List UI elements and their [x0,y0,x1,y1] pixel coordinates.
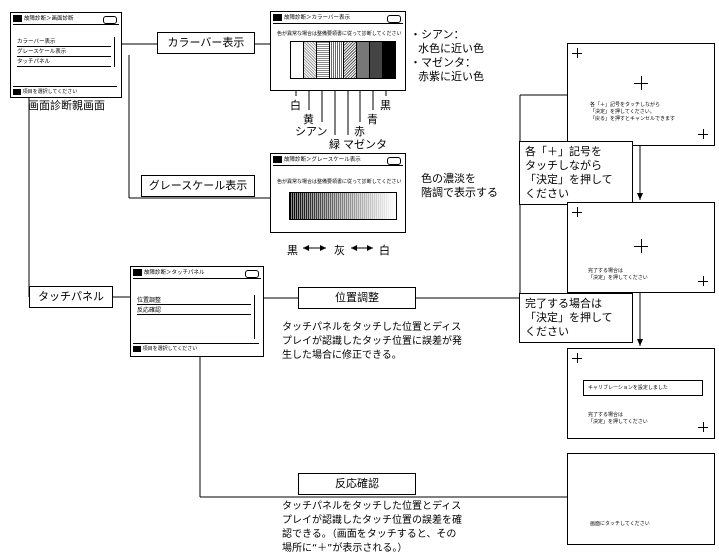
colorbar-note-3: ・マゼンタ： [410,56,476,69]
gray-label-white: 白 [379,244,390,257]
grayscale-button[interactable]: グレースケール表示 [141,175,255,197]
reaction-check-desc-2: プレイが認識したタッチ位置の誤差を確 [282,515,462,526]
calibration-screen-done: キャリブレーションを設定しました 完了する場合は 「決定」を押してください [567,348,715,439]
back-icon[interactable] [387,157,401,165]
screen-footer: 項目を選択してください [133,343,259,352]
screen-header: 故障診断＞タッチパネル [133,269,261,279]
colorbar-note-2: 水色に近い色 [418,42,484,55]
plus-mark-top-left[interactable] [572,353,582,363]
bar-label-blue: 青 [367,113,378,126]
menu-item-grayscale[interactable]: グレースケール表示 [17,49,111,57]
colorbar-instruction: 色が異常な場合は整備要領書に従って診断してください [277,31,402,37]
calibration-screen-confirm: 完了する場合は 「決定」を押してください [567,202,715,293]
back-icon[interactable] [245,270,259,278]
grayscale-screen: 故障診断＞グレースケール表示 色が異常な場合は整備要領書に従って診断してください [270,153,406,233]
back-icon[interactable] [387,15,401,23]
complete-instruction-1: 完了する場合は [588,268,624,274]
position-adjust-button[interactable]: 位置調整 [298,287,416,309]
colorbar-note-4: 赤紫に近い色 [418,70,484,83]
reaction-check-desc-1: タッチパネルをタッチした位置とディス [282,501,462,512]
plus-mark-center[interactable] [634,76,648,90]
gray-label-black: 黒 [287,244,298,257]
grayscale-note-1: 色の濃淡を [421,172,476,185]
bar-label-black: 黒 [380,99,391,112]
touchpanel-screen: 故障診断＞タッチパネル 位置調整 反応確認 項目を選択してください [130,266,264,357]
bar-label-magenta: マゼンタ [343,138,387,151]
reaction-check-desc-4: 場所に“＋”が表示される。） [282,543,408,554]
touch-prompt: 画面にタッチしてください [590,521,650,527]
calibration-step-box-1: 各「＋」記号を タッチしながら 「決定」を押して ください [519,141,633,205]
diagnosis-icon [133,269,142,276]
plus-mark-bottom-right[interactable] [698,129,708,139]
colorbar-screen: 故障診断＞カラーバー表示 色が異常な場合は整備要領書に従って診断してください [270,11,406,91]
calibration-set-message: キャリブレーションを設定しました [583,380,703,396]
position-adjust-desc-3: 生した場合に修正できる。 [282,350,402,361]
plus-mark-center[interactable] [634,239,648,253]
calibration-step-box-2: 完了する場合は 「決定」を押して ください [519,293,633,343]
footer-icon [133,345,141,352]
touchpanel-button[interactable]: タッチパネル [29,286,113,308]
colorbar-note-1: ・シアン： [410,28,465,41]
plus-mark-top-left[interactable] [572,48,582,58]
grayscale-note-2: 階調で表示する [421,186,498,199]
bar-black [382,42,395,78]
diagnosis-icon [13,15,22,22]
screen-header: 故障診断＞画面診断 [13,15,119,25]
menu-item-colorbar[interactable]: カラーバー表示 [17,39,111,47]
reaction-check-button[interactable]: 反応確認 [298,473,416,495]
colorbar-button[interactable]: カラーバー表示 [157,32,255,54]
menu-item-position-adjust[interactable]: 位置調整 [137,297,251,305]
screen-header: 故障診断＞グレースケール表示 [273,156,403,166]
plus-mark-bottom-right[interactable] [698,276,708,286]
diagnosis-icon [273,14,282,21]
bar-red [356,42,370,78]
complete-instruction-2: 「決定」を押してください [588,419,648,425]
gray-label-gray: 灰 [334,244,345,257]
bar-yellow [304,42,318,78]
back-icon[interactable] [103,16,117,24]
bar-magenta [343,42,357,78]
complete-instruction-2: 「決定」を押してください [588,275,648,281]
scrollbar[interactable] [254,295,259,339]
diagnosis-icon [273,156,282,163]
position-adjust-desc-1: タッチパネルをタッチした位置とディス [282,322,462,333]
bar-blue [369,42,383,78]
reaction-check-screen[interactable]: 画面にタッチしてください [567,453,715,545]
bar-label-green: 緑 [329,138,340,151]
bar-label-yellow: 黄 [303,113,314,126]
bar-cyan [317,42,331,78]
screen-header: 故障診断＞カラーバー表示 [273,14,403,24]
footer-icon [13,88,21,95]
menu-item-touchpanel[interactable]: タッチパネル [17,59,111,67]
bar-label-red: 赤 [354,125,365,138]
plus-mark-bottom-right[interactable] [698,422,708,432]
complete-instruction-1: 完了する場合は [588,412,624,418]
main-diagnosis-screen: 故障診断＞画面診断 カラーバー表示 グレースケール表示 タッチパネル 項目を選択… [10,12,122,98]
plus-mark-top-left[interactable] [572,207,582,217]
bar-white [291,42,305,78]
calibration-screen-start: 各「＋」記号をタッチしながら 「決定」を押してください。 「戻る」を押すとキャン… [567,43,715,146]
bar-green [330,42,344,78]
colorbar-strip [290,41,396,79]
grayscale-instruction: 色が異常な場合は整備要領書に従って診断してください [277,179,402,185]
screen-footer: 項目を選択してください [13,86,117,95]
scrollbar[interactable] [114,37,119,67]
reaction-check-desc-3: 認できる。（画面をタッチすると、その [282,529,457,540]
position-adjust-desc-2: プレイが認識したタッチ位置に誤差が発 [282,336,462,347]
calibration-instruction-2: 「決定」を押してください。 [590,109,655,115]
calibration-instruction-1: 各「＋」記号をタッチしながら [590,102,661,108]
main-screen-caption: 画面診断親画面 [28,99,105,112]
calibration-instruction-3: 「戻る」を押すとキャンセルできます [590,116,676,122]
bar-label-white: 白 [290,99,301,112]
bar-label-cyan: シアン [295,125,328,138]
grayscale-strip [289,192,397,220]
menu-item-reaction-check[interactable]: 反応確認 [137,307,251,315]
